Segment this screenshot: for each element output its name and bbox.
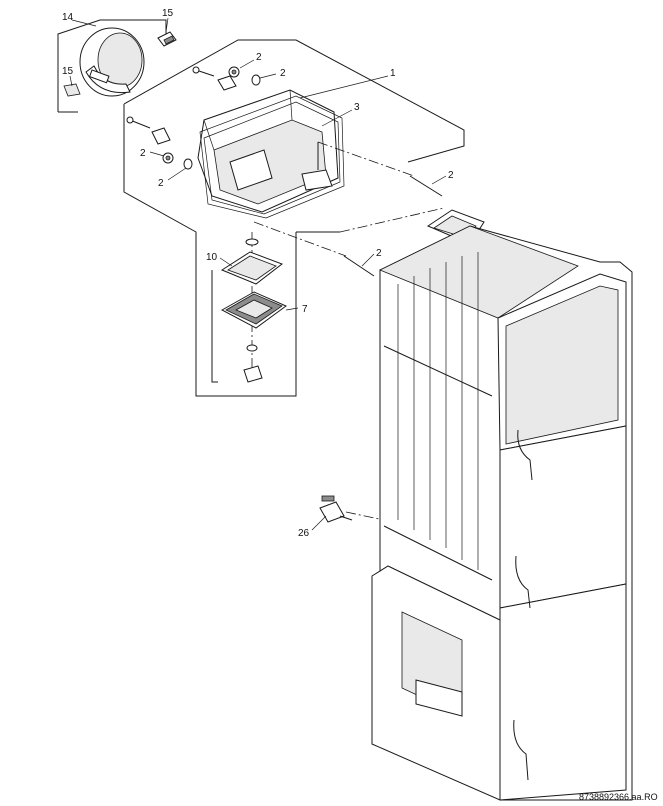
callout-15-top: 15	[162, 8, 174, 19]
reference-number: 8738892366.aa.RO	[579, 792, 658, 802]
screws-and-nuts-2	[126, 66, 261, 170]
callout-labels: 14 15 15 2 2 1 3 2 2 2 2 10 7 26 8738892…	[62, 8, 658, 802]
heat-exchanger-body	[371, 209, 633, 801]
clamp-group-14	[57, 19, 177, 113]
callout-15-left: 15	[62, 66, 74, 77]
assembly-outline-1	[123, 39, 465, 397]
callout-14: 14	[62, 12, 74, 23]
callout-leaders	[69, 17, 447, 531]
fan-housing	[197, 89, 345, 219]
callout-2-c: 2	[140, 148, 146, 159]
callout-7: 7	[302, 304, 308, 315]
callout-3: 3	[354, 102, 360, 113]
threaded-rods	[343, 175, 443, 277]
callout-1: 1	[390, 68, 396, 79]
callout-2-d: 2	[158, 178, 164, 189]
callout-26: 26	[298, 528, 310, 539]
callout-2-e: 2	[448, 170, 454, 181]
callout-2-a: 2	[256, 52, 262, 63]
inspection-cover-7	[211, 238, 287, 383]
callout-10: 10	[206, 252, 218, 263]
callout-2-b: 2	[280, 68, 286, 79]
drain-valve-26	[319, 495, 353, 523]
callout-2-f: 2	[376, 248, 382, 259]
